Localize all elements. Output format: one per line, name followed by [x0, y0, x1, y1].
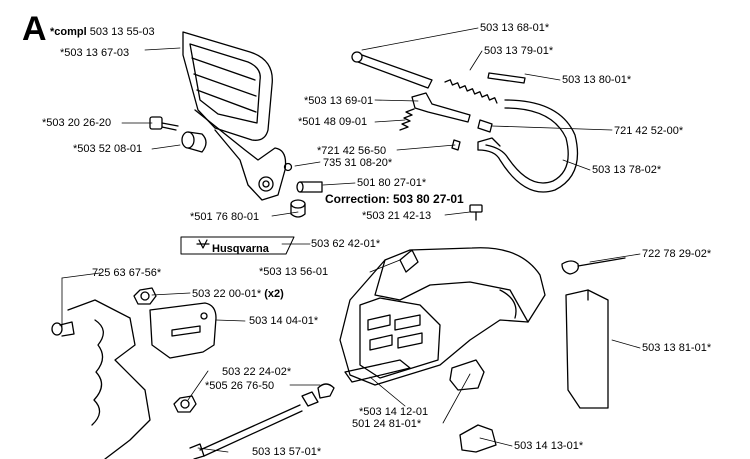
part-label: 501 24 81-01*: [352, 418, 422, 430]
part-label: 503 13 68-01*: [480, 22, 550, 34]
section-letter: A: [22, 10, 47, 48]
hand-guard: [182, 31, 287, 201]
part-label: *503 13 56-01: [259, 266, 329, 278]
tension-parts-505-26-76-50: [301, 383, 335, 407]
part-label: 503 13 81-01*: [642, 342, 712, 354]
spring-501-48-09-01: [399, 108, 415, 131]
link-503-13-68-01: [351, 51, 433, 89]
spring-503-13-79-01: [444, 79, 498, 104]
part-label: *503 13 69-01: [304, 95, 374, 107]
screw-503-20-26-20: [149, 116, 179, 131]
part-label: 503 13 78-02*: [592, 164, 662, 176]
part-label: 725 63 67-56*: [92, 267, 162, 279]
compl-assembly-label: *compl 503 13 55-03: [50, 26, 155, 38]
husqvarna-logo: Husqvarna: [212, 239, 269, 257]
part-label: *505 26 76-50: [205, 380, 275, 392]
part-label: 503 14 04-01*: [249, 315, 319, 327]
screw-503-21-42-13: [469, 204, 483, 221]
chain-catcher-body: [67, 299, 151, 459]
pin-721-42-52-00: [477, 119, 493, 133]
bushing-503-52-08-01: [181, 131, 207, 153]
nut-503-22-00-01: [133, 287, 157, 305]
pin-501-80-27-01: [296, 181, 323, 193]
pin-503-13-80-01: [487, 72, 526, 84]
part-label: *501 48 09-01: [298, 116, 368, 128]
bolt-722-78-29-02: [561, 257, 626, 275]
spring-washer: [283, 162, 293, 172]
tensioner-503-14-12-01: [449, 359, 485, 391]
decal-503-62-42-01: [180, 236, 295, 255]
part-label: 503 14 13-01*: [514, 440, 584, 452]
part-label: *501 76 80-01: [190, 211, 260, 223]
quantity-note: (x2): [264, 288, 284, 300]
compl-number: 503 13 55-03: [89, 26, 155, 38]
part-label: *503 13 67-03: [60, 47, 130, 59]
part-label: *503 21 42-13: [362, 210, 432, 222]
compl-prefix: *compl: [50, 26, 87, 38]
correction-note: Correction: 503 80 27-01: [325, 192, 464, 206]
part-label: 501 80 27-01*: [357, 177, 427, 189]
part-label: 735 31 08-20*: [323, 157, 393, 169]
brake-band-503-13-78-02: [477, 99, 579, 193]
plate-503-14-04-01: [149, 302, 217, 359]
clutch-cover-503-13-56-01: [339, 247, 546, 386]
bushing-501-76-80-01: [290, 199, 306, 218]
part-label: 503 22 00-01* (x2): [192, 288, 284, 300]
logo-text: Husqvarna: [212, 243, 269, 255]
part-label: *503 20 26-20: [42, 117, 112, 129]
nut-503-22-24-02: [173, 395, 197, 413]
lever-503-13-69-01: [411, 92, 471, 123]
leader-lines: [61, 27, 641, 453]
part-label: 503 62 42-01*: [311, 238, 381, 250]
part-label: 503 13 80-01*: [562, 74, 632, 86]
part-label: 503 13 57-01*: [252, 446, 322, 458]
part-label: *503 14 12-01: [359, 406, 429, 418]
part-label: 503 13 79-01*: [484, 45, 554, 57]
pin-721-42-56-50: [451, 139, 461, 151]
part-number: 503 22 00-01*: [192, 288, 262, 300]
part-label: 722 78 29-02*: [642, 248, 712, 260]
cover-503-14-13-01: [459, 424, 497, 453]
bar-stud-725-63-67-56: [51, 321, 75, 337]
tension-screw-503-13-57-01: [189, 404, 303, 459]
part-label: *721 42 56-50: [317, 145, 387, 157]
part-label: 721 42 52-00*: [614, 125, 684, 137]
part-label: 503 22 24-02*: [222, 366, 292, 378]
part-label: *503 52 08-01: [73, 143, 143, 155]
chain-guard-503-13-81-01: [565, 289, 609, 409]
